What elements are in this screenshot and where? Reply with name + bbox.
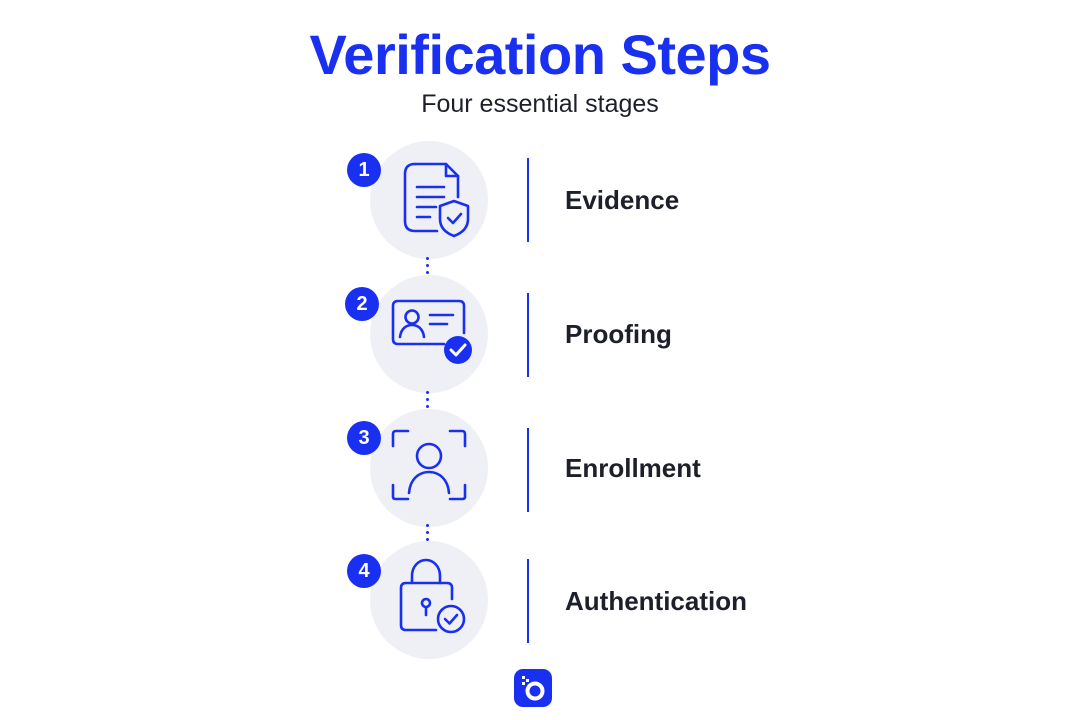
step-number-badge: 2 bbox=[345, 287, 379, 321]
step-label-evidence: Evidence bbox=[565, 185, 680, 215]
step-label-authentication: Authentication bbox=[565, 586, 747, 616]
connector-dots bbox=[426, 524, 429, 545]
step-label-proofing: Proofing bbox=[565, 319, 672, 349]
step-divider bbox=[527, 158, 529, 242]
step-number-badge: 1 bbox=[347, 153, 381, 187]
step-2-circle bbox=[370, 275, 488, 393]
step-1-circle bbox=[370, 141, 488, 259]
document-shield-icon bbox=[403, 162, 470, 238]
step-number-badge: 3 bbox=[347, 421, 381, 455]
step-divider bbox=[527, 428, 529, 512]
step-3-circle bbox=[370, 409, 488, 527]
step-4-circle bbox=[370, 541, 488, 659]
step-label-enrollment: Enrollment bbox=[565, 453, 701, 483]
padlock-check-icon bbox=[399, 558, 466, 634]
connector-dots bbox=[426, 257, 429, 278]
connector-dots bbox=[426, 391, 429, 412]
step-divider bbox=[527, 293, 529, 377]
step-number-badge: 4 bbox=[347, 554, 381, 588]
step-divider bbox=[527, 559, 529, 643]
brand-logo-icon bbox=[514, 669, 552, 707]
face-scan-icon bbox=[391, 429, 467, 501]
page-subtitle: Four essential stages bbox=[421, 90, 659, 118]
id-card-check-icon bbox=[391, 299, 472, 364]
page-title: Verification Steps bbox=[309, 23, 771, 86]
